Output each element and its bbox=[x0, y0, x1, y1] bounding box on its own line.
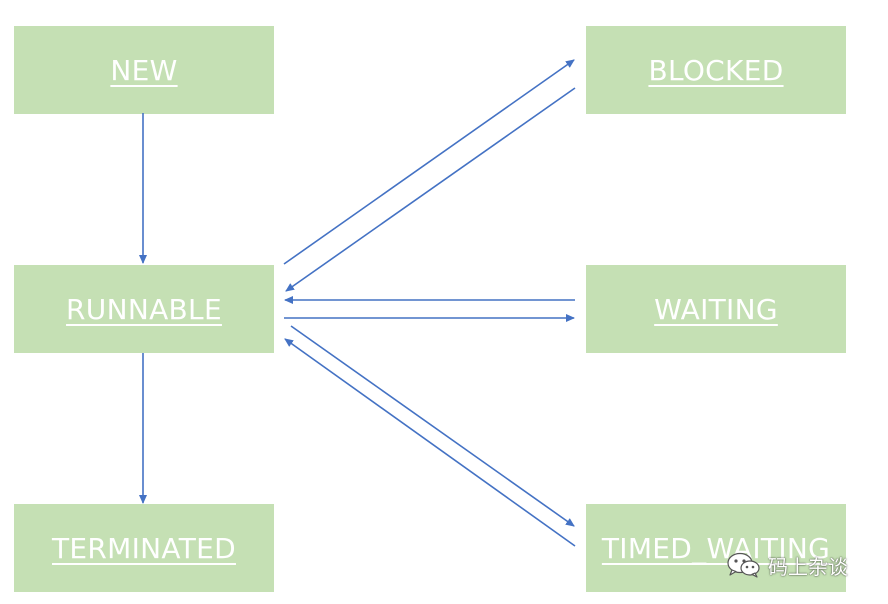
watermark: 码上杂谈 bbox=[726, 550, 848, 580]
wechat-icon bbox=[727, 552, 760, 578]
state-waiting-box: WAITING bbox=[586, 265, 846, 353]
state-timed-waiting-label: TIMED_WAITING bbox=[601, 531, 831, 565]
state-terminated-box: TERMINATED bbox=[14, 504, 274, 592]
state-runnable-box: RUNNABLE bbox=[14, 265, 274, 353]
state-blocked-label: BLOCKED bbox=[648, 53, 784, 87]
edge-timed-waiting-to-runnable bbox=[284, 338, 576, 547]
edge-runnable-to-timed-waiting bbox=[290, 325, 575, 527]
state-runnable-label: RUNNABLE bbox=[66, 292, 222, 326]
edge-blocked-to-runnable bbox=[285, 87, 576, 292]
state-waiting-label: WAITING bbox=[654, 292, 778, 326]
state-timed-waiting-box: TIMED_WAITING bbox=[586, 504, 846, 592]
watermark-text: 码上杂谈 bbox=[768, 554, 848, 579]
state-blocked-box: BLOCKED bbox=[586, 26, 846, 114]
edge-runnable-to-blocked bbox=[283, 59, 575, 265]
state-terminated-label: TERMINATED bbox=[52, 531, 236, 565]
state-new-label: NEW bbox=[110, 53, 178, 87]
state-new-box: NEW bbox=[14, 26, 274, 114]
